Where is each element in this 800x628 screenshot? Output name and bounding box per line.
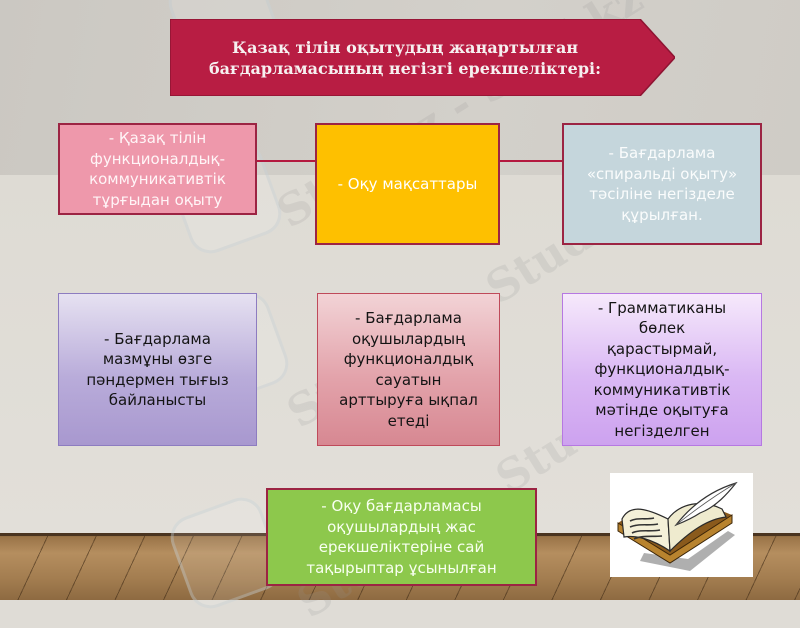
box-text-line: бөлек — [638, 319, 686, 338]
feature-box-learning-objectives: - Оқу мақсаттары — [315, 123, 500, 245]
box-text-line: - Оқу бағдарламасы — [321, 497, 482, 515]
box-text-line: - Оқу мақсаттары — [337, 174, 478, 193]
feature-box-interdisciplinary: - Бағдарлама мазмұны өзге пәндермен тығы… — [58, 293, 257, 446]
pentagon-arrow-shape — [170, 19, 675, 96]
feature-box-spiral-learning: - Бағдарлама «спиральді оқыту» тәсіліне … — [562, 123, 762, 245]
box-text-line: сауатын — [375, 370, 442, 389]
box-text-line: - Қазақ тілін — [108, 129, 207, 147]
box-text-line: «спиральді оқыту» — [586, 164, 738, 183]
feature-box-functional-literacy: - Бағдарлама оқушылардың функционалдық с… — [317, 293, 500, 446]
box-text-line: арттыруға ықпал — [339, 391, 478, 409]
open-book-with-quill-icon — [610, 473, 753, 577]
slide-title: Қазақ тілін оқытудың жаңартылған бағдарл… — [170, 19, 640, 96]
connector-line-left — [257, 160, 315, 162]
box-text-line: - Грамматиканы — [597, 298, 727, 317]
feature-box-age-appropriate-topics: - Оқу бағдарламасы оқушылардың жас ерекш… — [266, 488, 537, 586]
title-banner: Қазақ тілін оқытудың жаңартылған бағдарл… — [170, 19, 675, 96]
box-text-line: құрылған. — [621, 205, 703, 224]
box-text-line: функционалдық- — [90, 149, 225, 168]
connector-line-right — [500, 160, 562, 162]
box-text-line: оқушылардың жас — [327, 517, 476, 536]
box-text-line: қарастырмай, — [606, 339, 718, 358]
box-text-line: - Бағдарлама — [104, 329, 211, 348]
box-text-line: функционалдық — [343, 350, 474, 368]
feature-box-grammar-in-context: - Грамматиканы бөлек қарастырмай, функци… — [562, 293, 762, 446]
box-text-line: - Бағдарлама — [355, 309, 462, 327]
title-line-2: бағдарламасының негізгі ерекшеліктері: — [209, 58, 601, 78]
box-text-line: тәсіліне негізделе — [589, 185, 735, 203]
title-line-1: Қазақ тілін оқытудың жаңартылған — [231, 37, 579, 57]
box-text-line: тұрғыдан оқыту — [92, 190, 223, 209]
box-text-line: байланысты — [108, 391, 207, 409]
box-text-line: тақырыптар ұсынылған — [306, 558, 497, 577]
box-text-line: функционалдық- — [594, 360, 730, 379]
box-text-line: коммуникативтік — [593, 380, 731, 399]
box-text-line: коммуникативтік — [89, 170, 226, 188]
box-text-line: пәндермен тығыз — [86, 370, 229, 389]
box-text-line: оқушылардың — [351, 329, 466, 348]
box-text-line: етеді — [387, 411, 430, 430]
box-text-line: ерекшеліктеріне сай — [318, 538, 485, 556]
box-text-line: мазмұны өзге — [102, 350, 213, 368]
feature-box-functional-communicative: - Қазақ тілін функционалдық- коммуникати… — [58, 123, 257, 215]
box-text-line: негізделген — [614, 421, 710, 440]
box-text-line: мәтінде оқытуға — [595, 401, 729, 420]
box-text-line: - Бағдарлама — [608, 144, 716, 162]
